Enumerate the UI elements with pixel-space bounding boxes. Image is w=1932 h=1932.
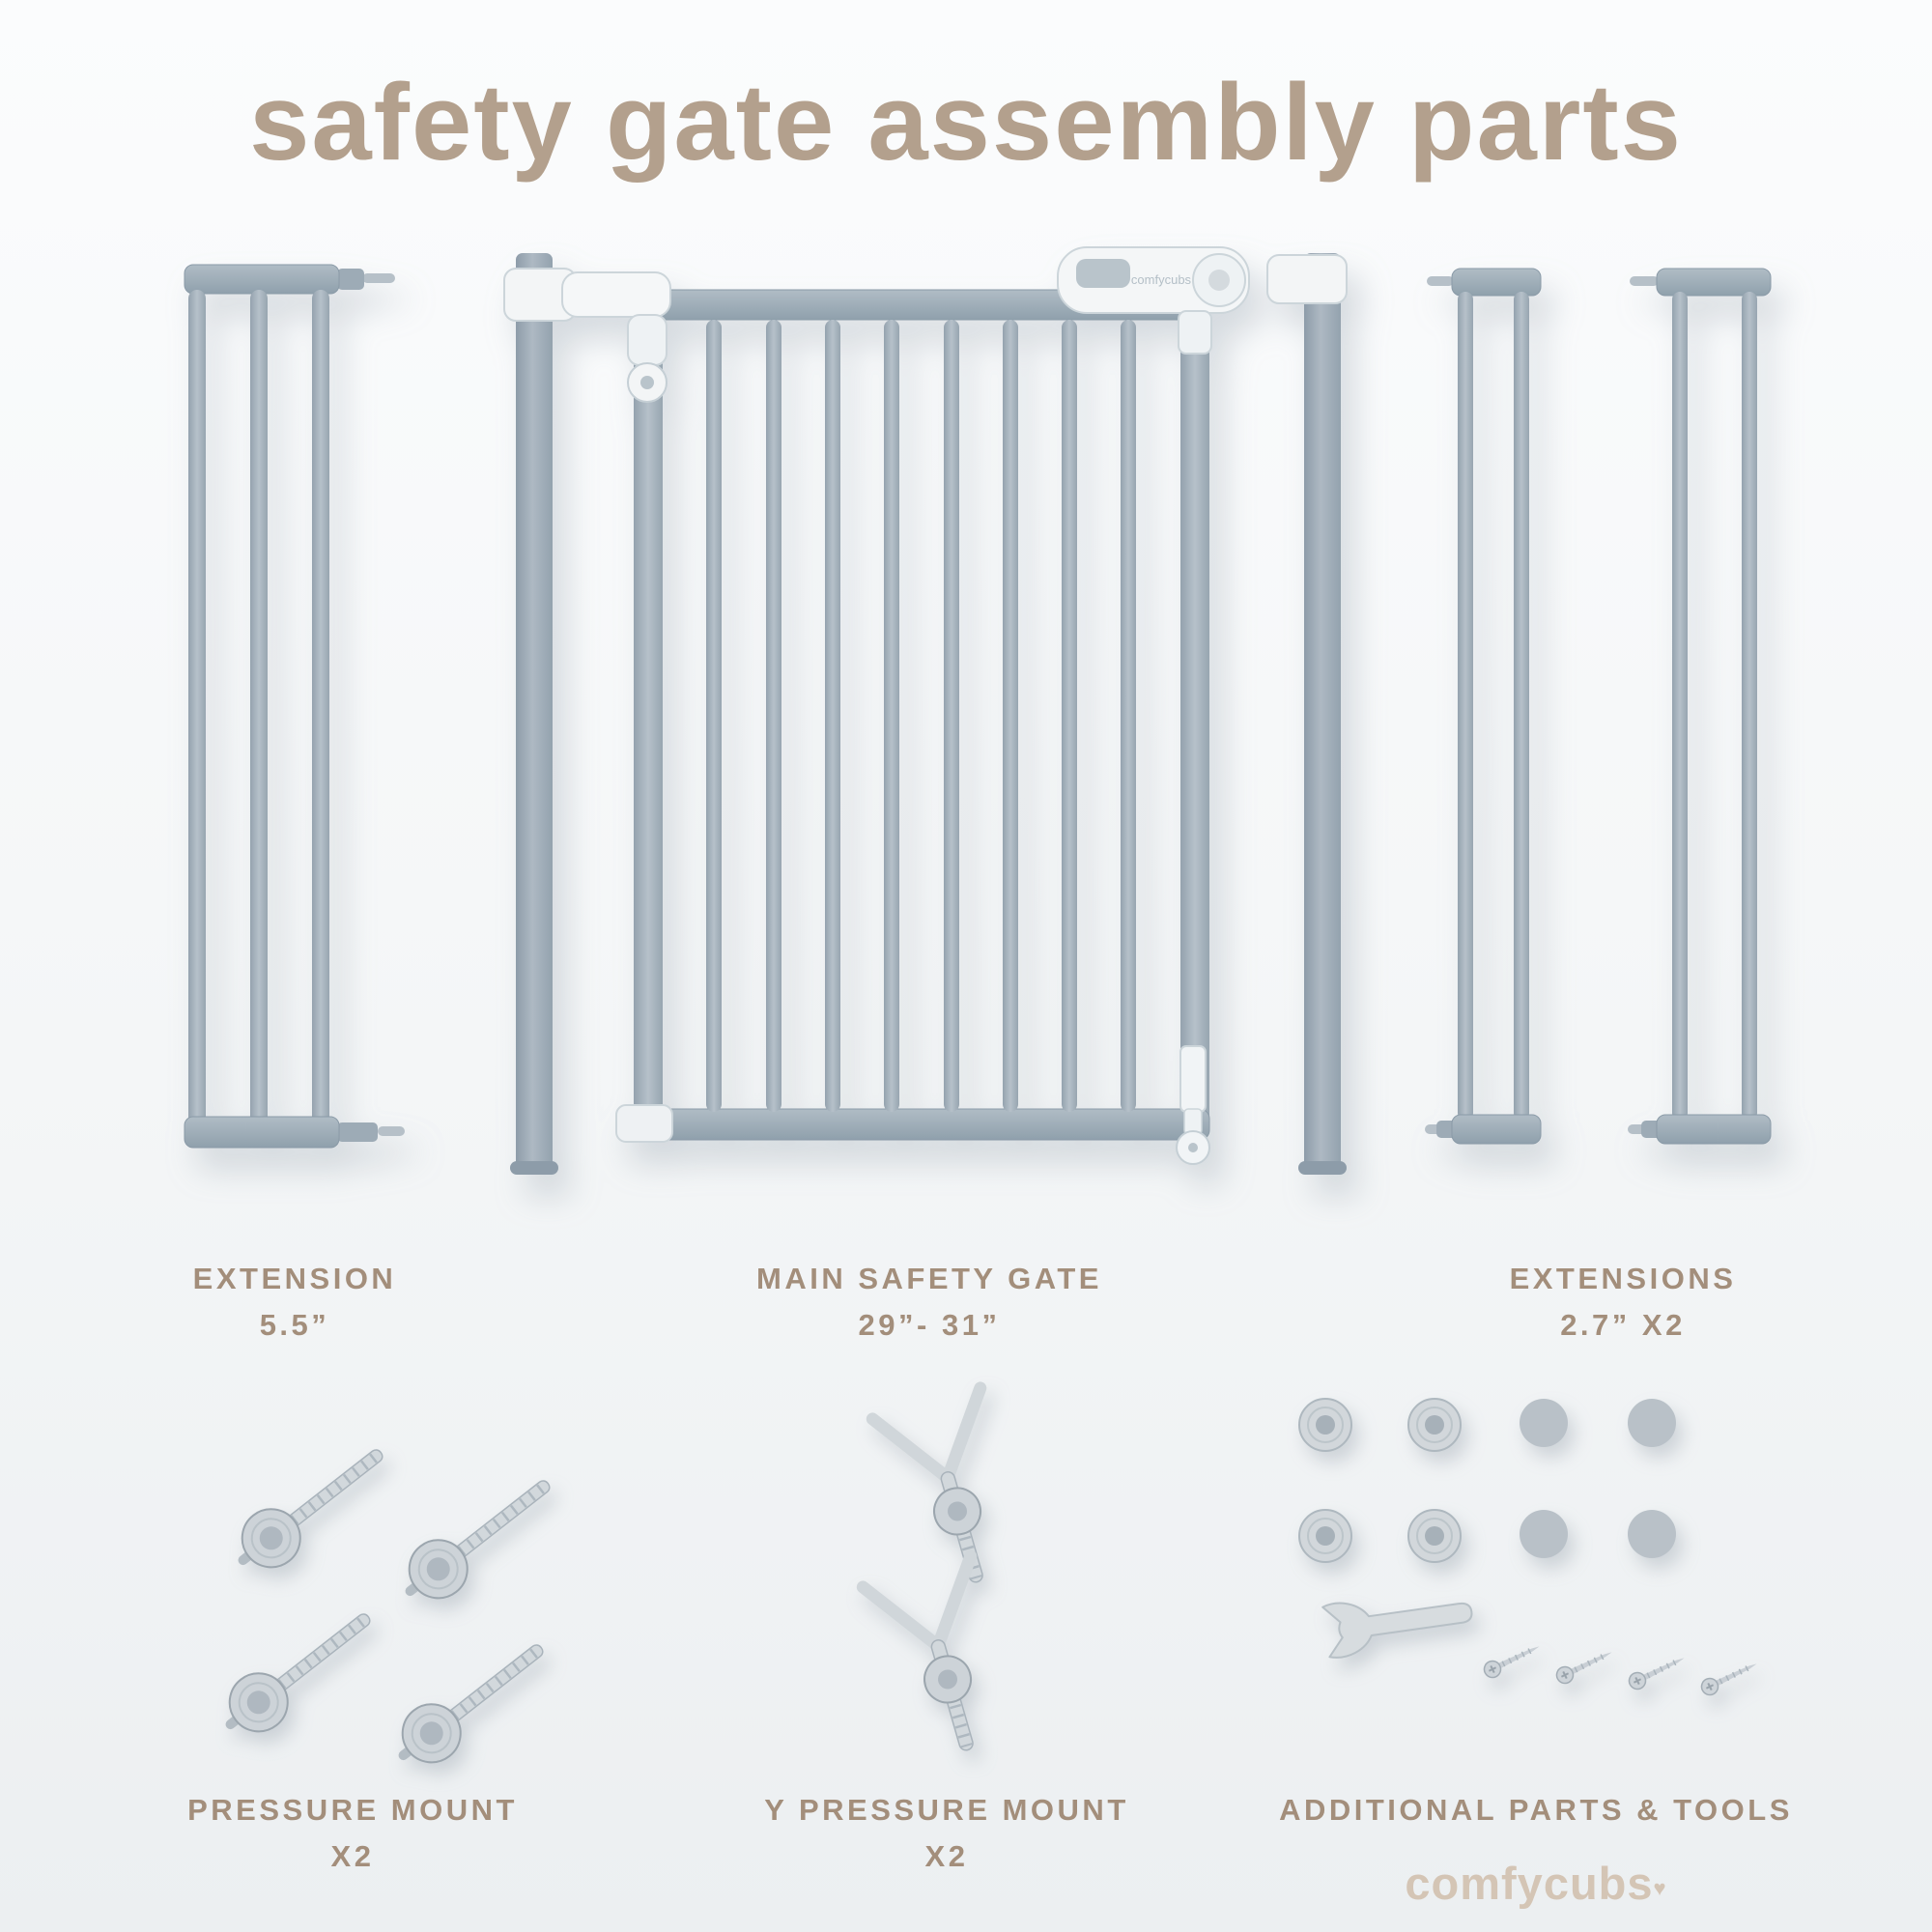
wall-cup-disc	[1407, 1509, 1462, 1563]
y-pressure-mount-part	[872, 1388, 1031, 1598]
extension-top-pin	[1427, 276, 1454, 286]
label-y-pressure-mount-name: Y PRESSURE MOUNT	[764, 1793, 1129, 1827]
gate-post-foot-right	[1298, 1161, 1347, 1175]
gate-bar	[1003, 320, 1018, 1112]
y-pressure-mount-illustration	[792, 1352, 1111, 1768]
gate-bottom-latch	[1176, 1045, 1210, 1165]
gate-post-foot-left	[510, 1161, 558, 1175]
extension-bottom-connector	[337, 1122, 378, 1142]
extension-top-rail	[1451, 268, 1542, 297]
label-extensions-name: EXTENSIONS	[1509, 1262, 1737, 1295]
latch-brand-text: comfycubs	[1131, 272, 1192, 287]
wall-cup-disc	[1298, 1398, 1352, 1452]
rubber-pad-disc	[1628, 1399, 1676, 1447]
wall-cup-disc	[1407, 1398, 1462, 1452]
pressure-mount-spindle	[221, 1430, 399, 1586]
rubber-pad-disc	[1628, 1510, 1676, 1558]
extension-bottom-rail	[1656, 1114, 1772, 1145]
screw-icon	[1554, 1645, 1616, 1687]
extension-2-7-a-illustration	[1425, 268, 1542, 1145]
label-extensions: EXTENSIONS 2.7” X2	[1406, 1256, 1840, 1349]
gate-bottom-hinge-foot	[615, 1104, 673, 1143]
gate-hinge-assembly	[503, 268, 671, 403]
y-pressure-mount-part	[863, 1556, 1021, 1766]
additional-parts-illustration	[1298, 1398, 1787, 1729]
pressure-mount-spindle	[388, 1461, 560, 1617]
brand-logo-text: comfycubs	[1405, 1858, 1654, 1909]
extension-bottom-pin	[378, 1126, 405, 1136]
extension-bar	[1672, 292, 1688, 1121]
pressure-mount-spindle	[382, 1625, 559, 1768]
label-additional-parts-name: ADDITIONAL PARTS & TOOLS	[1279, 1793, 1793, 1827]
screw-icon	[1699, 1657, 1761, 1698]
label-extension-name: EXTENSION	[192, 1262, 397, 1295]
label-main-gate-name: MAIN SAFETY GATE	[756, 1262, 1102, 1295]
heart-icon: ♥	[1653, 1876, 1667, 1900]
extension-bottom-rail	[1451, 1114, 1542, 1145]
extension-top-rail	[1656, 268, 1772, 297]
label-main-gate-spec: 29”- 31”	[858, 1308, 1001, 1343]
extension-bar	[312, 290, 329, 1134]
label-y-pressure-mount-qty: X2	[924, 1839, 969, 1874]
extension-top-rail	[184, 264, 340, 295]
label-pressure-mount-qty: X2	[330, 1839, 375, 1874]
extension-bar	[250, 290, 268, 1134]
extension-top-connector	[337, 269, 364, 290]
gate-bar	[706, 320, 722, 1112]
rubber-pad-disc	[1520, 1510, 1568, 1558]
screw-icon	[1627, 1651, 1689, 1692]
main-safety-gate-illustration: comfycubs	[503, 246, 1348, 1175]
wall-cup-disc	[1298, 1509, 1352, 1563]
extension-bar	[1514, 292, 1529, 1121]
gate-bar	[766, 320, 781, 1112]
label-y-pressure-mount: Y PRESSURE MOUNT X2	[705, 1787, 1188, 1880]
page-title: safety gate assembly parts	[249, 62, 1683, 183]
extension-bottom-rail	[184, 1116, 340, 1149]
extension-top-pin	[362, 273, 395, 283]
screw-icon	[1482, 1639, 1544, 1681]
label-pressure-mount-name: PRESSURE MOUNT	[187, 1793, 518, 1827]
pressure-mount-illustration	[193, 1362, 560, 1768]
gate-bar	[944, 320, 959, 1112]
latch-slider-button	[1076, 259, 1130, 288]
rubber-pad-disc	[1520, 1399, 1568, 1447]
label-extensions-spec: 2.7” X2	[1560, 1308, 1686, 1343]
gate-bar	[884, 320, 899, 1112]
extension-2-7-b-illustration	[1628, 268, 1772, 1145]
gate-bar	[1121, 320, 1136, 1112]
gate-bar	[1062, 320, 1077, 1112]
pressure-mount-spindle	[209, 1594, 386, 1750]
label-additional-parts: ADDITIONAL PARTS & TOOLS	[1246, 1787, 1826, 1833]
label-extension: EXTENSION 5.5”	[87, 1256, 502, 1349]
gate-bottom-rail	[633, 1108, 1210, 1141]
gate-outer-post-right	[1304, 253, 1341, 1171]
label-main-gate: MAIN SAFETY GATE 29”- 31”	[688, 1256, 1171, 1349]
gate-bar	[825, 320, 840, 1112]
extension-bar	[1742, 292, 1757, 1121]
gate-left-stile	[634, 290, 663, 1140]
extension-5-5-illustration	[184, 264, 405, 1149]
extension-bar	[188, 290, 206, 1134]
brand-logo: comfycubs♥	[1343, 1857, 1729, 1910]
wrench-icon	[1321, 1602, 1473, 1659]
gate-outer-post-left	[516, 253, 553, 1171]
gate-latch-assembly: comfycubs	[1057, 246, 1348, 355]
label-pressure-mount: PRESSURE MOUNT X2	[111, 1787, 594, 1880]
extension-bar	[1458, 292, 1473, 1121]
label-extension-spec: 5.5”	[259, 1308, 330, 1343]
extension-top-pin	[1630, 276, 1659, 286]
gate-right-stile	[1180, 290, 1209, 1140]
